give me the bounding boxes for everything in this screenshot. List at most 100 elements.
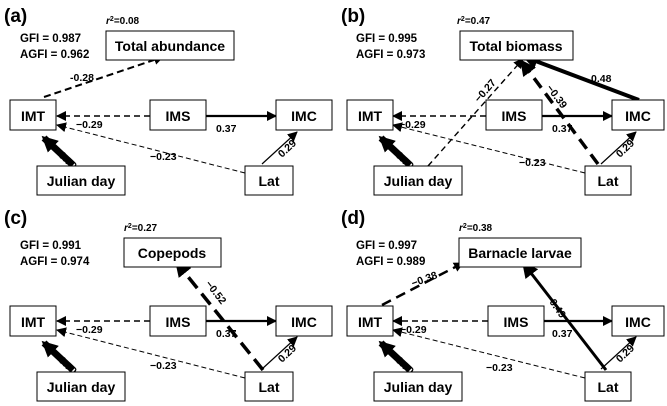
imc-label: IMC [625,314,651,330]
panel-label: (d) [341,208,365,229]
coef-ims-imt: −0.29 [399,119,426,131]
agfi-text: AGFI = 0.973 [356,49,425,61]
arrow-lat-to-imt [56,122,246,174]
coef-lat-imt: −0.23 [519,157,546,169]
imc-box [611,305,665,337]
lat-label: Lat [598,379,619,395]
panel-d: (d) GFI = 0.997 AGFI = 0.989 r2=0.38 −0.… [341,208,665,402]
julian-day-label: Julian day [384,173,453,189]
coef-lat-imt: −0.23 [486,362,513,374]
lat-label: Lat [259,379,280,395]
coef-lat-imc: 0.29 [614,342,637,365]
coef-lat-imt: −0.23 [150,151,177,163]
imt-label: IMT [358,108,383,124]
response-box [105,30,235,61]
imc-label: IMC [291,108,317,124]
imt-label: IMT [21,108,46,124]
arrow-lat-to-copepods [174,260,265,372]
imt-box [346,305,394,337]
arrow-julian-day-to-imt [41,340,76,373]
coef-imc-response: 0.48 [591,73,612,85]
coef-lat-imc: 0.29 [276,342,299,365]
coef-imt-response: −0.38 [410,269,439,289]
coef-lat-imc: 0.29 [614,137,637,160]
r-squared-label: r2=0.47 [457,16,491,28]
gfi-text: GFI = 0.995 [356,33,418,45]
coef-lat-imc: 0.29 [276,137,299,160]
imt-label: IMT [358,314,383,330]
r-squared-label: r2=0.38 [459,223,493,235]
ims-label: IMS [166,108,191,124]
arrow-lat-to-imt [392,122,586,174]
panel-label: (a) [4,6,27,27]
arrow-lat-to-imc [261,131,298,165]
response-label: Total biomass [469,38,562,54]
imc-label: IMC [625,108,651,124]
ims-label: IMS [504,314,529,330]
arrow-lat-to-imc [600,131,637,165]
lat-box [244,165,294,196]
julian-day-box [36,165,126,196]
response-label: Total abundance [115,38,225,54]
response-label: Copepods [138,245,207,261]
julian-day-label: Julian day [384,379,453,395]
arrow-lat-to-imt [392,327,586,379]
ims-box [487,305,545,337]
lat-label: Lat [598,173,619,189]
gfi-text: GFI = 0.991 [20,240,82,252]
coef-ims-imc: 0.37 [552,123,573,135]
lat-label: Lat [259,173,280,189]
gfi-text: GFI = 0.997 [356,240,417,252]
ims-box [149,99,207,131]
response-box [458,237,582,268]
coef-ims-imt: −0.29 [400,324,427,336]
coef-lat-response: −0.52 [203,278,229,306]
julian-day-label: Julian day [47,379,116,395]
imt-label: IMT [21,314,46,330]
arrow-julian-day-to-imt [41,135,76,168]
arrow-julian-day-to-total-biomass [427,58,524,167]
panel-label: (c) [4,208,27,229]
agfi-text: AGFI = 0.962 [20,49,89,61]
imt-box [9,99,57,131]
panel-label: (b) [341,6,365,27]
panel-c: (c) GFI = 0.991 AGFI = 0.974 r2=0.27 −0.… [4,208,333,402]
imc-box [275,305,333,337]
lat-box [584,371,632,402]
r-squared-label: r2=0.27 [124,223,158,235]
arrow-imt-to-total-abundance [43,55,164,98]
panel-a: (a) GFI = 0.987 AGFI = 0.962 r2=0.08 -0.… [4,6,333,196]
arrow-julian-day-to-imt [378,135,413,168]
julian-day-box [373,165,463,196]
imc-box [275,99,333,131]
julian-day-box [36,371,126,402]
coef-ims-imc: 0.37 [552,328,573,340]
gfi-text: GFI = 0.987 [20,33,81,45]
r-squared-label: r2=0.08 [106,16,140,28]
coef-lat-imt: −0.23 [150,360,177,372]
ims-box [485,99,543,131]
arrow-julian-day-to-imt [378,340,413,373]
ims-box [149,305,207,337]
julian-day-box [373,371,463,402]
agfi-text: AGFI = 0.989 [356,256,425,268]
ims-label: IMS [166,314,191,330]
coef-ims-imt: −0.29 [76,324,103,336]
ims-label: IMS [502,108,527,124]
coef-ims-imc: 0.37 [216,123,237,135]
imc-box [611,99,665,131]
response-box [123,237,222,268]
lat-box [244,371,294,402]
coef-imt-response: -0.28 [70,72,94,84]
agfi-text: AGFI = 0.974 [20,256,90,268]
imc-label: IMC [291,314,317,330]
arrow-lat-to-imc [261,336,298,370]
coef-ims-imt: −0.29 [76,119,103,131]
imt-box [346,99,394,131]
panel-b: (b) GFI = 0.995 AGFI = 0.973 r2=0.47 −0.… [341,6,665,196]
lat-box [584,165,632,196]
arrow-imc-to-total-biomass [522,54,640,102]
arrow-lat-to-imt [56,327,246,379]
imt-box [9,305,57,337]
